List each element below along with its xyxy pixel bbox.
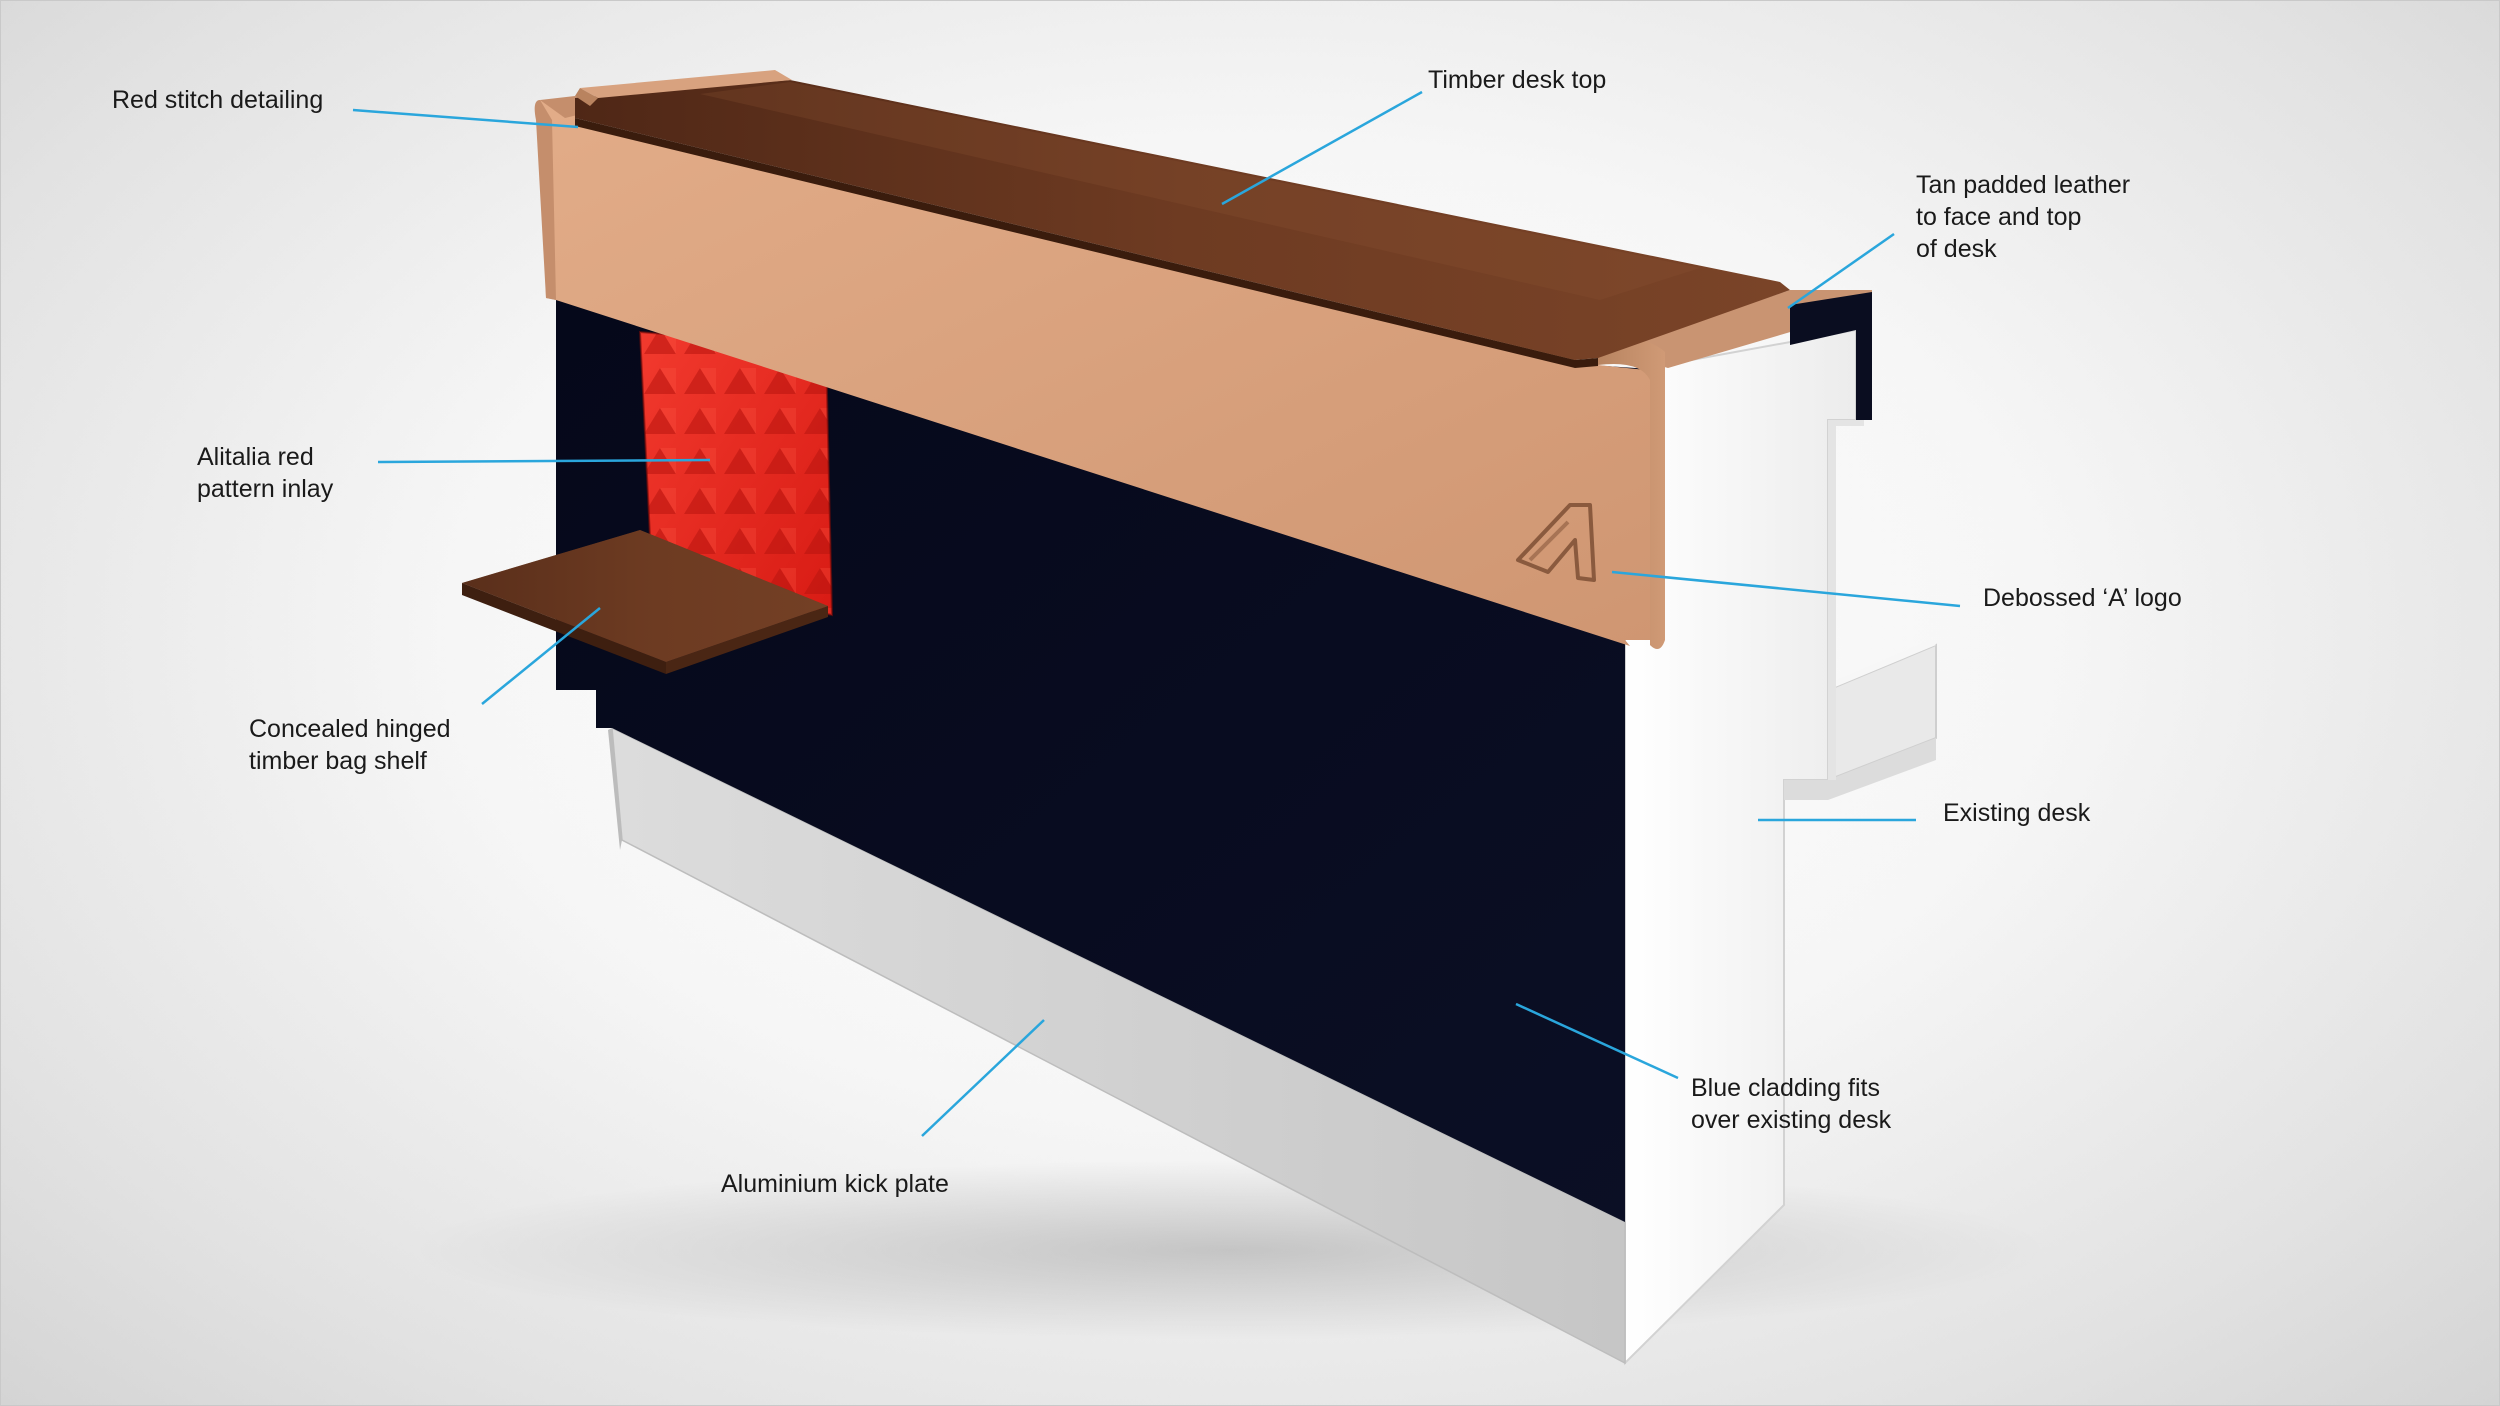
label-line: to face and top — [1916, 203, 2082, 231]
kick-plate — [608, 726, 1626, 1365]
leather-left-cap — [580, 70, 792, 98]
leader-lines — [352, 90, 1961, 1137]
debossed-a-logo — [1516, 503, 1596, 582]
label-line: pattern inlay — [197, 475, 334, 503]
label-line: timber bag shelf — [249, 747, 427, 775]
leader-bag-shelf — [481, 607, 601, 705]
label-bag-shelf: Concealed hinged timber bag shelf — [249, 713, 451, 777]
label-line: Blue cladding fits — [1691, 1074, 1881, 1102]
label-kick-plate: Aluminium kick plate — [721, 1168, 949, 1200]
label-line: Alitalia red — [197, 443, 314, 471]
existing-desk — [1624, 326, 1937, 1366]
label-tan-leather: Tan padded leather to face and top of de… — [1916, 169, 2130, 265]
label-logo: Debossed ‘A’ logo — [1983, 582, 2182, 614]
label-red-stitch: Red stitch detailing — [112, 84, 323, 116]
label-line: Existing desk — [1943, 799, 2091, 827]
leader-red-inlay — [377, 458, 711, 464]
leader-blue-cladding — [1515, 1002, 1679, 1080]
label-line: Debossed ‘A’ logo — [1983, 584, 2182, 612]
leader-timber-top — [1221, 90, 1423, 206]
label-line: Tan padded leather — [1916, 171, 2131, 199]
label-line: Timber desk top — [1428, 66, 1607, 94]
label-red-inlay: Alitalia red pattern inlay — [197, 441, 333, 505]
leader-red-stitch — [352, 108, 579, 129]
label-line: over existing desk — [1691, 1106, 1892, 1134]
leather-left-cap-edge — [575, 88, 598, 106]
timber-bag-shelf — [462, 530, 828, 674]
label-blue-cladding: Blue cladding fits over existing desk — [1691, 1072, 1891, 1136]
label-line: of desk — [1916, 235, 1997, 263]
label-timber-top: Timber desk top — [1428, 64, 1606, 96]
cladding-end — [1790, 292, 1872, 420]
leader-kick-plate — [921, 1019, 1045, 1137]
leader-tan-leather — [1787, 232, 1895, 310]
timber-desk-top — [575, 80, 1790, 368]
label-line: Red stitch detailing — [112, 86, 324, 114]
label-line: Concealed hinged — [249, 715, 451, 743]
red-pattern-inlay — [638, 330, 834, 617]
label-existing-desk: Existing desk — [1943, 797, 2090, 829]
label-line: Aluminium kick plate — [721, 1170, 949, 1198]
floor-shadow — [410, 1160, 2050, 1340]
leader-logo — [1611, 570, 1961, 608]
